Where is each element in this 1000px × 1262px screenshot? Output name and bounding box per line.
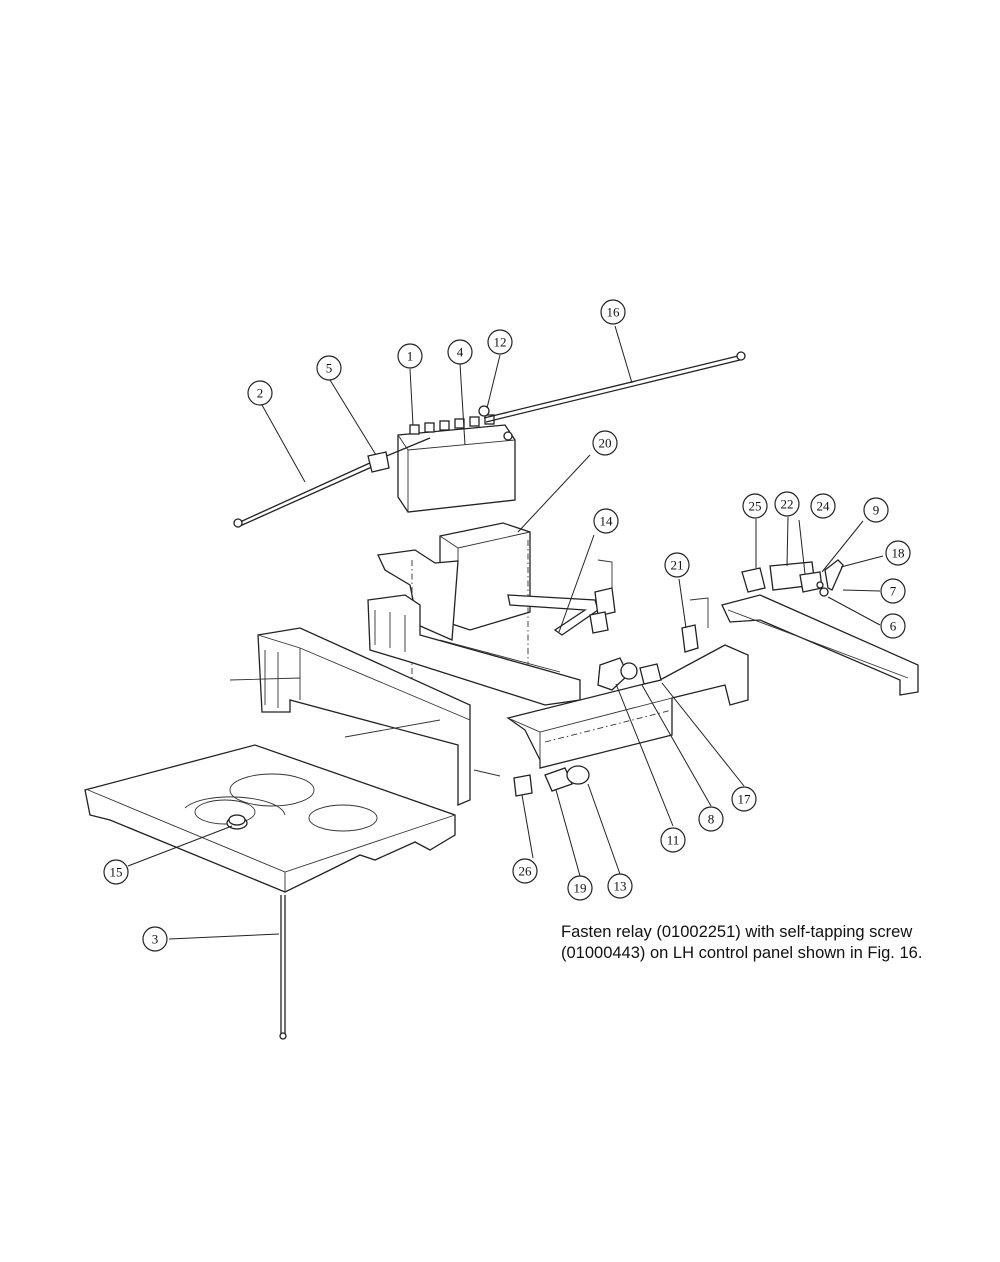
svg-text:14: 14 bbox=[600, 514, 614, 529]
svg-text:7: 7 bbox=[890, 584, 897, 599]
svg-text:15: 15 bbox=[110, 865, 123, 880]
right-frame-bracket bbox=[721, 594, 919, 696]
svg-text:5: 5 bbox=[326, 361, 333, 376]
callout-9: 9 bbox=[863, 497, 889, 523]
svg-text:2: 2 bbox=[257, 386, 264, 401]
assembly-note: Fasten relay (01002251) with self-tappin… bbox=[561, 922, 951, 964]
battery-tray bbox=[377, 522, 531, 720]
callout-18: 18 bbox=[885, 540, 911, 566]
callout-7: 7 bbox=[880, 578, 906, 604]
svg-text:22: 22 bbox=[781, 497, 794, 512]
callout-24: 24 bbox=[810, 493, 836, 519]
callout-19: 19 bbox=[567, 875, 593, 901]
rod bbox=[279, 895, 287, 1040]
battery-cable-negative bbox=[233, 437, 431, 528]
svg-text:24: 24 bbox=[817, 499, 831, 514]
deck-plate bbox=[84, 744, 456, 893]
callout-22: 22 bbox=[774, 491, 800, 517]
svg-text:25: 25 bbox=[749, 499, 762, 514]
svg-text:19: 19 bbox=[574, 881, 587, 896]
svg-text:16: 16 bbox=[607, 305, 621, 320]
callout-balloons: 1 2 3 4 5 6 7 8 9 11 12 13 14 15 16 17 1… bbox=[103, 299, 911, 952]
svg-text:9: 9 bbox=[873, 503, 880, 518]
callout-16: 16 bbox=[600, 299, 626, 325]
assembly-note-line-1: Fasten relay (01002251) with self-tappin… bbox=[561, 923, 913, 941]
svg-text:13: 13 bbox=[614, 879, 627, 894]
callout-3: 3 bbox=[142, 926, 168, 952]
svg-text:11: 11 bbox=[667, 833, 680, 848]
callout-15: 15 bbox=[103, 859, 129, 885]
svg-text:26: 26 bbox=[519, 864, 533, 879]
callout-20: 20 bbox=[592, 430, 618, 456]
rear-frame-bracket bbox=[367, 594, 581, 706]
callout-14: 14 bbox=[593, 508, 619, 534]
callout-8: 8 bbox=[698, 806, 724, 832]
svg-text:18: 18 bbox=[892, 546, 905, 561]
callout-5: 5 bbox=[316, 355, 342, 381]
battery-cable-positive bbox=[483, 351, 746, 423]
small-components bbox=[228, 559, 844, 826]
assembly-note-line-2: (01000443) on LH control panel shown in … bbox=[561, 944, 923, 962]
svg-text:17: 17 bbox=[738, 792, 752, 807]
callout-21: 21 bbox=[664, 552, 690, 578]
control-panel bbox=[506, 644, 749, 769]
callout-1: 1 bbox=[397, 343, 423, 369]
svg-text:20: 20 bbox=[599, 436, 612, 451]
left-frame bbox=[229, 627, 501, 806]
callout-17: 17 bbox=[731, 786, 757, 812]
callout-26: 26 bbox=[512, 858, 538, 884]
callout-2: 2 bbox=[247, 380, 273, 406]
svg-text:21: 21 bbox=[671, 558, 684, 573]
svg-text:3: 3 bbox=[152, 932, 159, 947]
callout-11: 11 bbox=[660, 827, 686, 853]
leader-lines bbox=[127, 325, 884, 940]
battery bbox=[397, 405, 516, 513]
svg-text:6: 6 bbox=[890, 619, 897, 634]
svg-text:1: 1 bbox=[407, 349, 414, 364]
svg-text:12: 12 bbox=[494, 335, 507, 350]
svg-text:8: 8 bbox=[708, 812, 715, 827]
callout-4: 4 bbox=[447, 339, 473, 365]
callout-6: 6 bbox=[880, 613, 906, 639]
callout-25: 25 bbox=[742, 493, 768, 519]
svg-text:4: 4 bbox=[457, 345, 464, 360]
callout-13: 13 bbox=[607, 873, 633, 899]
callout-12: 12 bbox=[487, 329, 513, 355]
